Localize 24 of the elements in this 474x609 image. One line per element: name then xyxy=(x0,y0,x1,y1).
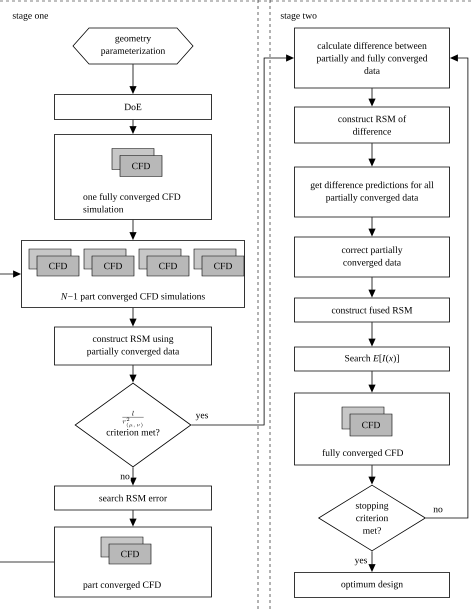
cfd-card: CFD xyxy=(194,248,244,276)
process-box: calculate difference between partially and fully converged data xyxy=(294,28,450,88)
edge-label: no xyxy=(432,506,444,514)
process-box: correct partially converged data xyxy=(294,236,450,278)
process-box: Search E[I(x)] xyxy=(294,346,450,372)
process-box: optimum design xyxy=(294,572,450,598)
stage-label: stage one xyxy=(12,13,48,21)
cfd-card: CFD xyxy=(84,248,134,276)
process-box: get difference predictions for all partially converged data xyxy=(294,166,450,218)
edge-label: yes xyxy=(354,558,368,566)
arrow xyxy=(0,270,54,562)
process-box: construct RSM of difference xyxy=(294,106,450,144)
stage-label: stage two xyxy=(280,13,317,21)
cfd-card: CFD xyxy=(100,536,152,564)
process-box: search RSM error xyxy=(54,486,212,510)
cfd-card: CFD xyxy=(138,248,190,276)
process-box: construct fused RSM xyxy=(294,298,450,322)
process-box: DoE xyxy=(54,94,212,120)
edge-label: yes xyxy=(194,412,210,422)
cfd-card: CFD xyxy=(342,406,392,436)
edge-label: no xyxy=(119,474,131,480)
process-box: construct RSM using partially converged data xyxy=(54,326,212,366)
cfd-card: CFD xyxy=(112,148,162,177)
cfd-card: CFD xyxy=(28,248,80,276)
